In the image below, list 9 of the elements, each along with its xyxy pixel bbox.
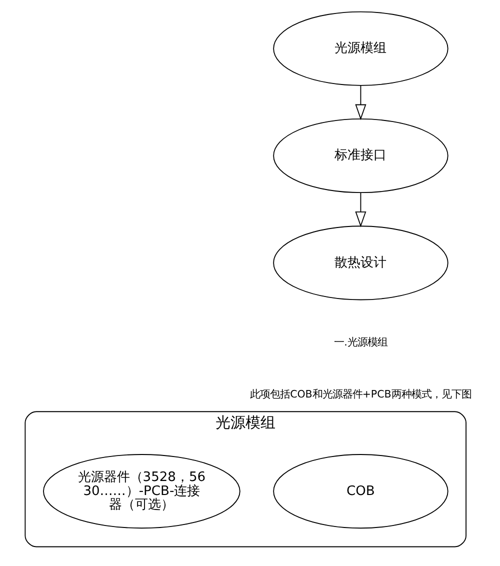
node-ellipse: 标准接口 [272,118,448,194]
arrow [354,85,366,120]
arrow [354,192,366,228]
label: 一.光源模组 [334,336,387,348]
node-ellipse: COB [272,454,448,529]
node-ellipse: 光源器件（3528，5630……）-PCB-连接器（可选） [42,454,240,529]
label: 此项包括COB和光源器件+PCB两种模式，见下图 [250,388,471,400]
node-ellipse: 光源模组 [272,11,448,86]
node-ellipse: 散热设计 [272,226,448,300]
